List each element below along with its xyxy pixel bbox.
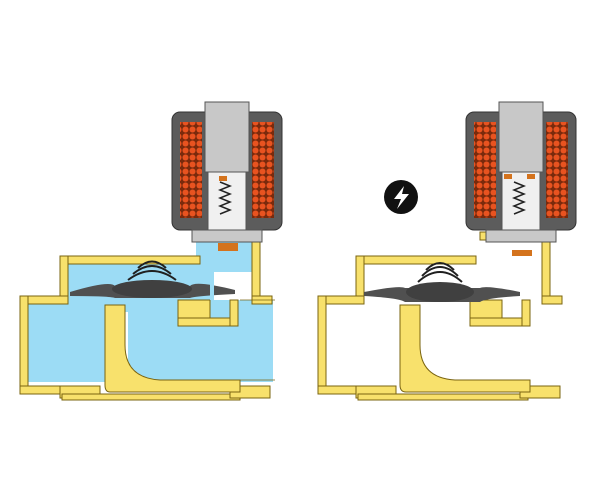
open-valve-view (317, 101, 577, 401)
valve-body (317, 231, 563, 401)
closed-valve-view (19, 101, 283, 401)
spring (511, 181, 527, 215)
pilot-seal (512, 250, 532, 256)
plunger-stop (204, 101, 250, 173)
lightning-bolt-icon (384, 180, 418, 214)
coil-right (252, 122, 274, 218)
coil-right (546, 122, 568, 218)
coil-left (180, 122, 202, 218)
solenoid (171, 101, 283, 251)
diaphragm (70, 260, 235, 298)
coil-left (474, 122, 496, 218)
pilot-passage (210, 255, 214, 300)
solenoid (465, 101, 577, 256)
diaphragm (364, 262, 520, 302)
valve-body (19, 231, 273, 401)
plunger-stop (498, 101, 544, 173)
pilot-seal (218, 243, 238, 251)
spring (217, 181, 233, 215)
pipe-threads-right (240, 299, 275, 381)
